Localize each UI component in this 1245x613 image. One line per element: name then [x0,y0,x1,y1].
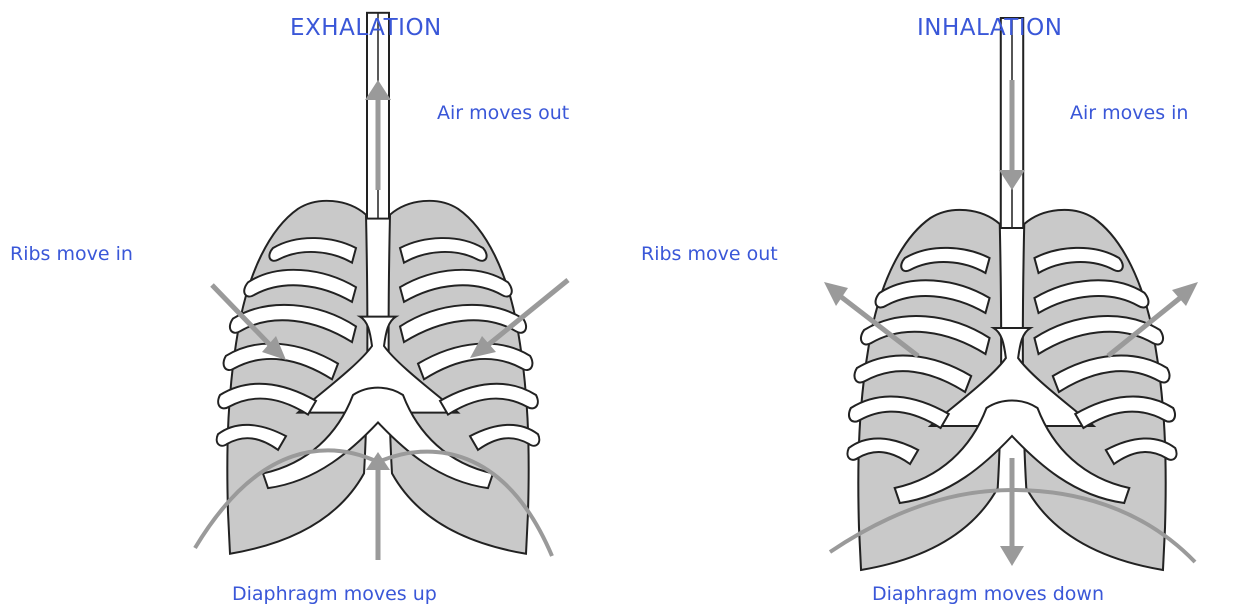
ribs-in-label: Ribs move in [10,245,133,264]
diaphragm-up-arrow [366,452,390,560]
ribs-out-label: Ribs move out [641,245,778,264]
diaphragm-down-label: Diaphragm moves down [872,585,1104,604]
air-in-label: Air moves in [1070,104,1188,123]
diaphragm-down-arrow [1000,458,1024,566]
inhalation-panel [824,18,1198,570]
diaphragm-up-label: Diaphragm moves up [232,585,437,604]
exhalation-panel [195,13,568,560]
exhalation-title: EXHALATION [290,17,442,40]
air-out-label: Air moves out [437,104,569,123]
inhalation-title: INHALATION [917,17,1062,40]
